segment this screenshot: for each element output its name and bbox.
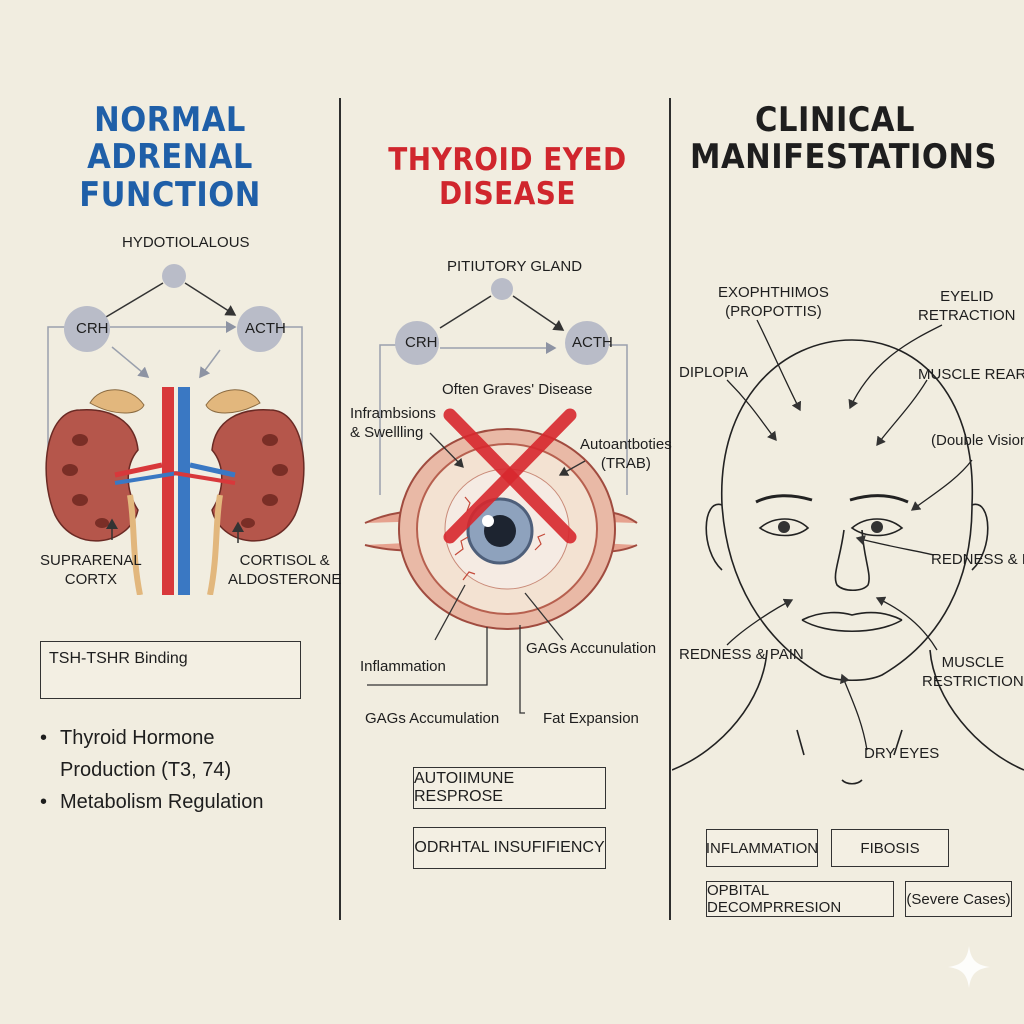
left-title-line2: ADRENAL FUNCTION [79,137,261,215]
orbital-insufficiency-text: ODRHTAL INSUFIFIENCY [414,839,605,856]
right-title-line2: MANIFESTATIONS [690,137,998,178]
inflammation-box: INFLAMMATION [706,829,818,867]
gags-accumulation-right-label: GAGs Accunulation [526,640,657,657]
left-title-line1: NORMAL [94,100,246,140]
left-panel-title: NORMAL ADRENAL FUNCTION [20,100,320,215]
autoimmune-response-text: AUTOIIMUNE RESPROSE [414,770,515,805]
graves-label: Often Graves' Disease [442,381,593,398]
muscle-restriction-label: MUSCLE RESTRICTION [922,654,1024,690]
middle-panel-title: THYROID EYED DISEASE [388,142,627,213]
autoantibodies-label: Autoantboties (TRAB) [580,436,672,472]
fibrosis-box-text: FIBOSIS [860,839,920,857]
orbital-decompression-text: OPBITAL DECOMPRRESION [707,882,842,916]
cortisol-text: CORTISOL & ALDOSTERONE [228,552,342,588]
inflammation-label: Inflammation [360,658,446,675]
diplopia-label: DIPLOPIA [679,364,749,381]
orbital-insufficiency-box: ODRHTAL INSUFIFIENCY [413,827,606,869]
pituitary-node [491,278,513,300]
crh-node-middle [395,321,439,365]
autoimmune-response-box: AUTOIIMUNE RESPROSE [413,767,606,809]
inflammation-swelling-label: Inframbsions & Swellling [350,405,436,441]
orbital-decompression-box: OPBITAL DECOMPRRESION [706,881,894,917]
dry-eyes-label: DRY EYES [864,745,940,762]
right-title-line1: CLINICAL [755,100,915,140]
acth-node-middle [565,321,609,365]
hypothalamus-label: HYDOTIOLALOUS [122,234,250,251]
cortisol-label: CORTISOL & ALDOSTERONE [228,552,341,590]
bullet-text-2: Metabolism Regulation [60,791,264,813]
eyelid-retraction-label: EYELID RETRACTION [918,288,1016,324]
severe-cases-box: (Severe Cases) [905,881,1012,917]
eye-disease-diagram [364,278,638,714]
acth-node [237,306,283,352]
hypothalamus-node [162,264,186,288]
divider-right [669,98,671,920]
red-cross-stroke-2 [443,408,577,544]
exophthalmos-label: EXOPHTHIMOS (Propottis) [718,284,829,320]
suprarenal-cortex-label: SUPRARENAL CORTX [40,552,142,590]
muscle-reaction-label: MUSCLE REARCTIE [918,366,1024,383]
gags-accumulation-bottom-label: GAGs Accumulation [365,710,500,727]
crh-node [64,306,110,352]
left-bullet-list: •Thyroid Hormone Production (T3, 74) •Me… [40,722,330,818]
acth-node-label: ACTH [245,320,286,337]
acth-node-label-middle: ACTH [572,334,613,351]
fibrosis-box: FIBOSIS [831,829,949,867]
crh-node-label-middle: CRH [405,334,438,351]
suprarenal-cortex-text: SUPRARENAL CORTX [40,552,142,588]
fat-expansion-label: Fat Expansion [543,710,639,727]
crh-node-label: CRH [76,320,109,337]
sparkle-icon [948,946,990,988]
bullet-text-1: Thyroid Hormone Production (T3, 74) [60,727,232,781]
bullet-thyroid-hormone: •Thyroid Hormone Production (T3, 74) [40,722,330,786]
redness-pain-right-label: REDNESS & PAIN [931,551,1024,568]
face-diagram [672,319,1024,785]
pituitary-label: PITIUTORY GLAND [447,258,583,275]
redness-pain-left-label: REDNESS & PAIN [679,646,804,663]
bullet-metabolism: •Metabolism Regulation [40,786,330,818]
divider-left [339,98,341,920]
right-panel-title: CLINICAL MANIFESTATIONS [690,100,998,178]
adrenal-diagram [45,264,305,595]
inflammation-box-text: INFLAMMATION [705,839,819,857]
severe-cases-text: (Severe Cases) [906,890,1011,908]
tsh-binding-text: TSH-TSHR Binding [49,650,188,667]
tsh-binding-box: TSH-TSHR Binding [40,641,301,699]
double-vision-label: (Double Vision) [931,432,1024,449]
